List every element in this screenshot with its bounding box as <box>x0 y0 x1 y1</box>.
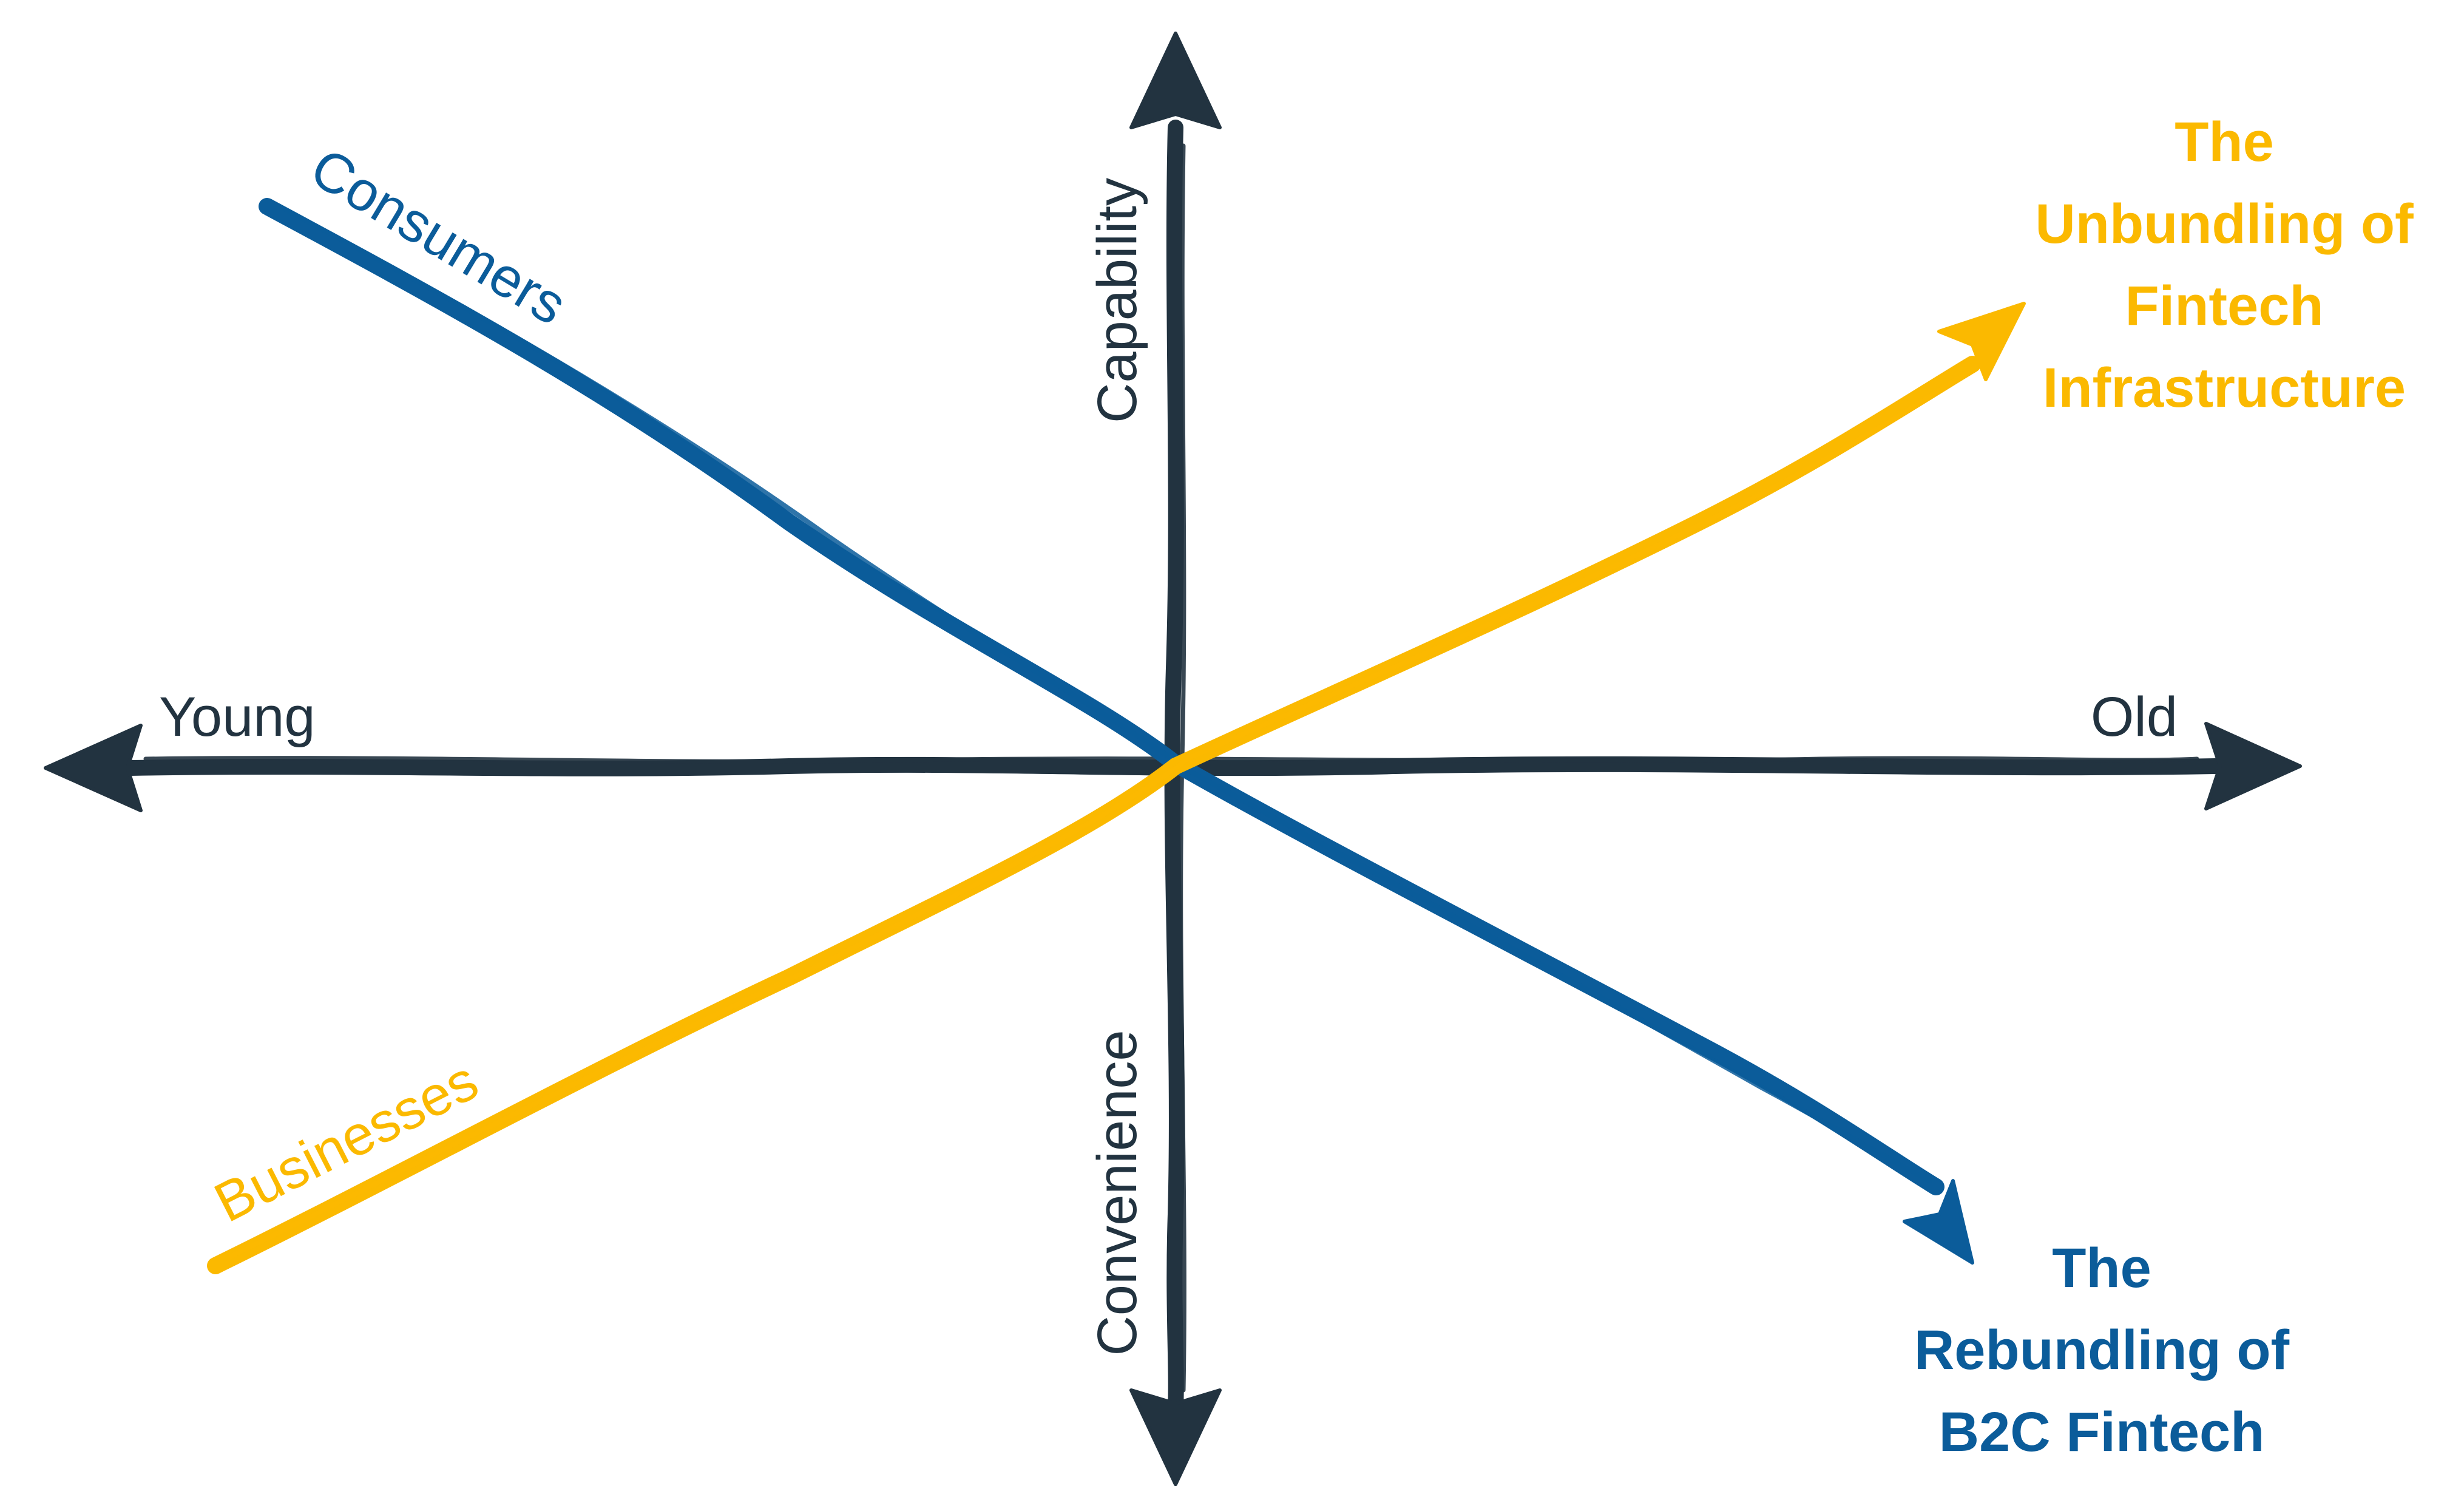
businesses-arrow-head <box>1937 302 2026 381</box>
outcome-rebundling: The Rebundling of B2C Fintech <box>1914 1237 2290 1463</box>
consumers-arrow-head <box>1903 1179 1974 1265</box>
outcome-unbundling-line-1: The <box>2175 111 2274 173</box>
left-arrow-head <box>44 724 143 812</box>
consumers-trend <box>259 198 1974 1265</box>
vertical-axis <box>1129 32 1222 1486</box>
axis-label-young: Young <box>159 686 316 748</box>
bottom-arrow-head <box>1129 1388 1222 1486</box>
businesses-line-sketch <box>228 371 1969 1259</box>
outcome-unbundling-line-2: Unbundling of <box>2035 193 2414 255</box>
outcome-rebundling-line-3: B2C Fintech <box>1939 1401 2265 1463</box>
consumers-line-sketch <box>283 207 1932 1183</box>
outcome-unbundling: The Unbundling of Fintech Infrastructure <box>2035 111 2414 419</box>
businesses-trend <box>207 302 2026 1274</box>
axis-label-convenience: Convenience <box>1086 1030 1148 1356</box>
vertical-axis-line <box>1164 120 1185 1416</box>
outcome-rebundling-line-2: Rebundling of <box>1914 1319 2290 1381</box>
top-arrow-head <box>1129 32 1222 129</box>
outcome-unbundling-line-4: Infrastructure <box>2043 357 2406 419</box>
right-arrow-head <box>2204 722 2302 810</box>
horizontal-axis <box>44 722 2302 812</box>
outcome-unbundling-line-3: Fintech <box>2125 275 2323 337</box>
axis-label-capability: Capability <box>1086 178 1148 423</box>
horizontal-axis-sketch <box>143 756 2199 764</box>
axis-label-old: Old <box>2091 686 2178 748</box>
horizontal-axis-line <box>123 756 2223 776</box>
outcome-rebundling-line-1: The <box>2052 1237 2151 1299</box>
